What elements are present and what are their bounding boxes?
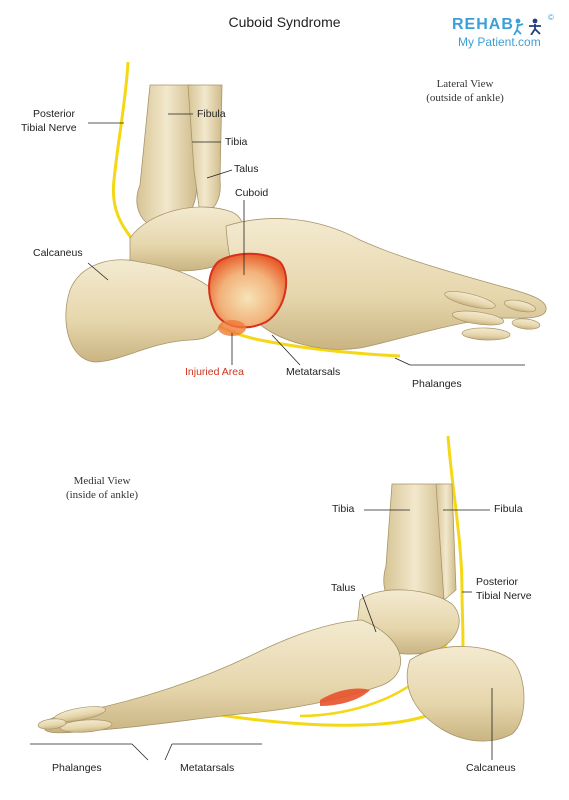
medial-label-fibula: Fibula (494, 503, 523, 515)
lateral-view-subtitle: (outside of ankle) (426, 92, 504, 104)
lateral-leader-lines (87, 113, 525, 366)
lateral-foot (65, 61, 547, 363)
logo-word-mypatient: My Patient.com (458, 35, 541, 49)
lateral-label-phalanges: Phalanges (412, 378, 462, 390)
logo-figure-icon (513, 18, 541, 35)
medial-label-nerve-line2: Tibial Nerve (476, 590, 532, 602)
logo-registered-mark: © (548, 13, 554, 22)
medial-phalanges-bones (37, 706, 113, 733)
medial-label-tibia: Tibia (332, 503, 355, 515)
lateral-label-injured-area: Injuried Area (185, 366, 244, 378)
logo-com-text: .com (514, 35, 541, 49)
lateral-cuboid-injury (208, 252, 288, 329)
lateral-view-caption: Lateral View (outside of ankle) (395, 77, 535, 105)
logo-mypatient-text: My Patient (458, 35, 515, 49)
medial-view-title: Medial View (73, 475, 131, 487)
lateral-label-metatarsals: Metatarsals (286, 366, 341, 378)
medial-label-metatarsals: Metatarsals (180, 762, 235, 774)
page-title: Cuboid Syndrome (228, 14, 341, 30)
medial-view-subtitle: (inside of ankle) (65, 489, 139, 501)
logo-word-rehab: REHAB (452, 16, 514, 33)
lateral-calcaneus-bone (65, 259, 226, 363)
lateral-label-fibula: Fibula (197, 108, 226, 120)
lateral-label-tibia: Tibia (225, 136, 248, 148)
lateral-fibula-bone (136, 84, 197, 229)
lateral-label-nerve-line1: Posterior (33, 108, 76, 120)
medial-foot (37, 435, 525, 742)
brand-logo: REHAB © My Patient.com (452, 13, 558, 50)
lateral-phalanges-bones (444, 291, 541, 341)
medial-fibula-bone (435, 483, 457, 601)
medial-leader-lines (30, 509, 493, 761)
lateral-label-calcaneus: Calcaneus (33, 247, 83, 259)
medial-midfoot-bones (43, 619, 402, 734)
medial-label-talus: Talus (331, 582, 356, 594)
medial-calcaneus-bone (406, 646, 525, 742)
medial-injury-mark (320, 688, 370, 706)
lateral-label-cuboid: Cuboid (235, 187, 269, 199)
lateral-injury-glow (218, 320, 246, 336)
lateral-label-talus: Talus (234, 163, 259, 175)
medial-label-phalanges: Phalanges (52, 762, 102, 774)
lateral-label-nerve-line2: Tibial Nerve (21, 122, 77, 134)
lateral-view-title: Lateral View (436, 78, 494, 90)
medial-label-calcaneus: Calcaneus (466, 762, 516, 774)
medial-label-nerve-line1: Posterior (476, 576, 519, 588)
medial-view-caption: Medial View (inside of ankle) (42, 474, 162, 502)
